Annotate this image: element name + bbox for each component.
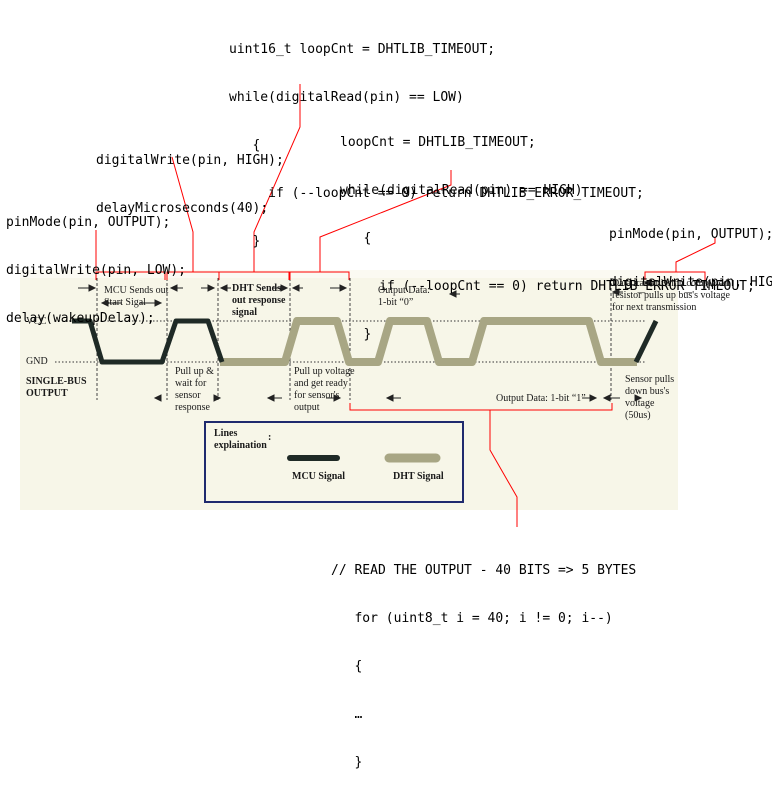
code-finish: pinMode(pin, OUTPUT); digitalWrite(pin, … <box>609 195 772 307</box>
code-line: digitalWrite(pin, HIGH); <box>96 153 284 168</box>
code-line: if (--loopCnt == 0) return DHTLIB_ERROR_… <box>229 186 644 201</box>
pullup-ready-label: Pull up voltage and get ready for sensor… <box>294 366 355 413</box>
transmission-label: Data transmission completed; resistor pu… <box>612 278 731 313</box>
legend-mcu-label: MCU Signal <box>292 471 346 482</box>
arrowhead <box>100 299 109 307</box>
output-0-label: Output Data: 1-bit “0” <box>378 285 430 308</box>
code-loop-high: loopCnt = DHTLIB_TIMEOUT; while(digitalR… <box>340 103 755 359</box>
arrowhead <box>291 284 300 292</box>
vcc-label: VCC <box>26 316 47 327</box>
code-line: } <box>331 755 363 770</box>
arrowhead <box>448 290 457 298</box>
annotation-leader <box>253 84 301 272</box>
code-line: uint16_t loopCnt = DHTLIB_TIMEOUT; <box>229 42 496 57</box>
code-line: for (uint8_t i = 40; i != 0; i--) <box>331 611 613 626</box>
code-line: … <box>331 707 363 722</box>
arrowhead <box>213 394 222 402</box>
code-line: loopCnt = DHTLIB_TIMEOUT; <box>340 135 536 150</box>
output-1-label: Output Data: 1-bit “1” <box>496 393 586 404</box>
code-read-output: // READ THE OUTPUT - 40 BITS => 5 BYTES … <box>331 531 636 787</box>
code-line: // READ THE OUTPUT - 40 BITS => 5 BYTES <box>331 563 637 578</box>
annotation-leader <box>489 410 518 527</box>
arrowhead <box>219 284 228 292</box>
arrowhead <box>153 394 162 402</box>
gnd-label: GND <box>26 356 48 367</box>
code-line: { <box>331 659 363 674</box>
code-wakeup: pinMode(pin, OUTPUT); digitalWrite(pin, … <box>6 183 186 343</box>
single-bus-label: SINGLE-BUS OUTPUT <box>26 376 87 399</box>
mcu-signal-line <box>633 319 659 364</box>
code-line: { <box>340 231 372 246</box>
code-line: while(digitalRead(pin) == LOW) <box>229 90 464 105</box>
arrowhead <box>88 284 97 292</box>
code-line: delayMicroseconds(40); <box>96 201 269 216</box>
arrowhead <box>339 284 348 292</box>
arrowhead <box>169 284 178 292</box>
arrowhead <box>280 284 289 292</box>
annotation-bracket <box>95 271 166 280</box>
arrowhead <box>154 299 163 307</box>
code-line: digitalWrite(pin, LOW); <box>6 263 187 278</box>
code-pullup: digitalWrite(pin, HIGH); delayMicrosecon… <box>96 121 284 233</box>
annotation-leader <box>171 156 194 272</box>
code-line: digitalWrite(pin, HIGH); <box>609 275 772 290</box>
code-line: pinMode(pin, OUTPUT); <box>6 215 171 230</box>
arrowhead <box>207 284 216 292</box>
dht-signal-line <box>220 317 637 366</box>
annotation-bracket <box>289 271 350 280</box>
code-line: delay(wakeupDelay); <box>6 311 155 326</box>
annotation-bracket <box>218 271 290 280</box>
pullup-wait-label: Pull up & wait for sensor response <box>175 366 214 413</box>
annotation-bracket <box>349 403 613 411</box>
annotation-bracket <box>644 271 706 280</box>
code-line: } <box>340 327 372 342</box>
timing-diagram <box>20 84 716 527</box>
code-line: if (--loopCnt == 0) return DHTLIB_ERROR_… <box>340 279 755 294</box>
code-line: while(digitalRead(pin) == HIGH) <box>340 183 583 198</box>
arrowhead <box>643 279 652 287</box>
legend-title: Lines explaination <box>214 428 267 451</box>
mcu-start-label: MCU Sends out Start Sigal <box>104 285 169 308</box>
legend-dht-label: DHT Signal <box>393 471 444 482</box>
dht-response-label: DHT Sends out response signal <box>232 283 286 318</box>
code-loop-low: uint16_t loopCnt = DHTLIB_TIMEOUT; while… <box>229 10 644 266</box>
sensor-pulls-label: Sensor pulls down bus's voltage (50us) <box>625 374 675 421</box>
code-line: } <box>229 234 261 249</box>
arrowhead <box>611 288 620 296</box>
annotation-leader <box>319 170 452 272</box>
mcu-signal-line <box>72 318 225 365</box>
arrowhead <box>634 394 643 402</box>
legend-colon: : <box>268 432 272 443</box>
code-line: pinMode(pin, OUTPUT); <box>609 227 772 242</box>
code-line: { <box>229 138 261 153</box>
annotation-leader <box>675 237 716 272</box>
